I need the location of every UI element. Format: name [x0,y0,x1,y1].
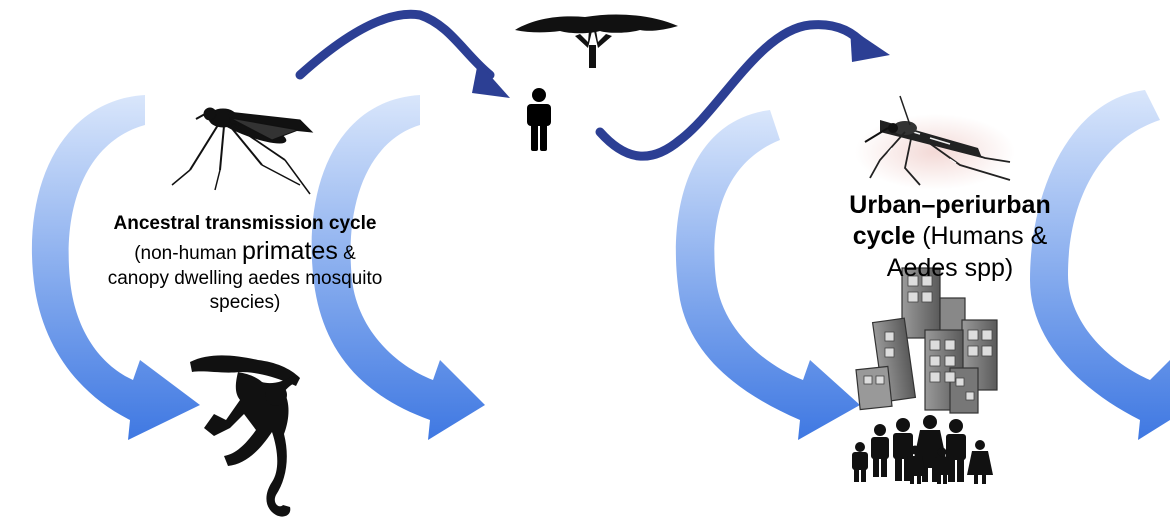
curved-arrow-left-2 [311,95,485,440]
curved-arrow-right-1 [675,110,860,440]
family-crowd-icon [852,415,993,484]
ancestral-desc-primates: primates [241,236,338,265]
urban-cycle-title-line2: cycle [852,222,916,251]
ancestral-cycle-desc-line3: species) [209,291,281,313]
aedes-mosquito-icon [855,95,1015,190]
acacia-tree-icon [515,14,678,68]
ancestral-cycle-desc-line1: (non-human primates & [40,236,450,267]
mosquito-icon [171,107,314,195]
urban-cycle-desc-line3: Aedes spp) [886,253,1014,282]
ancestral-cycle-label: Ancestral transmission cycle (non-human … [40,212,450,315]
connector-arrow-1 [295,9,510,98]
connector-arrow-2 [595,20,890,161]
urban-cycle-desc-line2: (Humans & [915,222,1048,251]
monkey-icon [190,355,300,517]
urban-cycle-label: Urban–periurban cycle (Humans & Aedes sp… [800,190,1100,284]
urban-cycle-title-line1: Urban–periurban [849,191,1051,219]
curved-arrow-right-2 [1030,90,1170,440]
ancestral-desc-prefix: (non-human [134,242,242,264]
curved-arrow-left-1 [31,95,200,440]
ancestral-desc-suffix: & [337,242,356,264]
human-icon [527,88,551,151]
ancestral-cycle-desc-line2: canopy dwelling aedes mosquito [107,268,383,289]
ancestral-cycle-title: Ancestral transmission cycle [113,213,377,234]
city-buildings-icon [855,267,998,414]
